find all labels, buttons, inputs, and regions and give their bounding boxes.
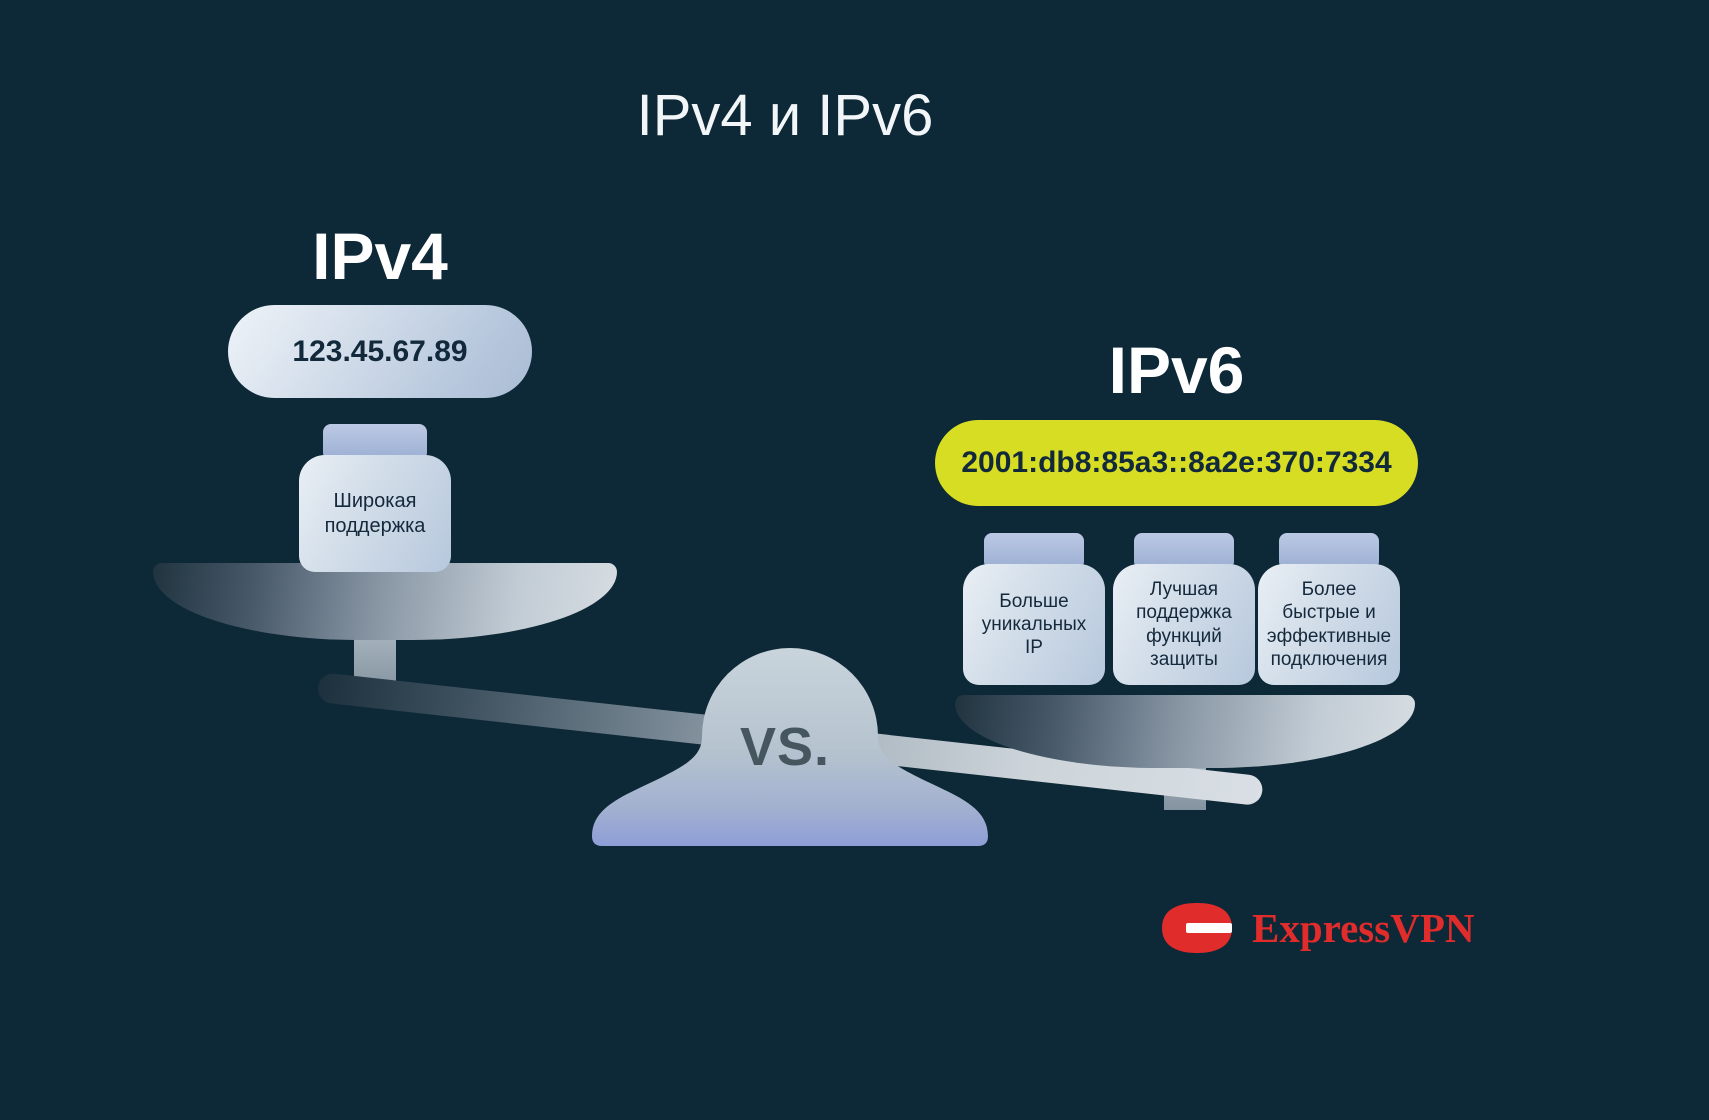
jar-label: Больше уникальных IP xyxy=(981,590,1087,659)
scale-fulcrum-shape xyxy=(592,648,988,846)
jar-label: Более быстрые и эффективные подключения xyxy=(1266,579,1392,670)
jar-cap-icon xyxy=(1134,533,1234,567)
jar-body: Лучшая поддержка функций защиты xyxy=(1113,564,1255,685)
jar-body: Более быстрые и эффективные подключения xyxy=(1258,564,1400,685)
jar-cap-icon xyxy=(984,533,1084,567)
vs-label: VS. xyxy=(739,717,831,777)
jar-cap-icon xyxy=(323,424,427,458)
ipv4-heading: IPv4 xyxy=(312,219,448,293)
jar-body: Широкая поддержка xyxy=(299,455,451,572)
weight-jar-ipv6-unique-ips: Больше уникальных IP xyxy=(963,533,1105,685)
jar-cap-icon xyxy=(1279,533,1379,567)
ipv6-address: 2001:db8:85a3::8a2e:370:7334 xyxy=(961,446,1392,479)
weight-jar-ipv6-security: Лучшая поддержка функций защиты xyxy=(1113,533,1255,685)
expressvpn-wordmark: ExpressVPN xyxy=(1252,905,1475,951)
weight-jar-ipv4: Широкая поддержка xyxy=(299,424,451,572)
jar-body: Больше уникальных IP xyxy=(963,564,1105,685)
ipv6-heading: IPv6 xyxy=(1108,333,1245,407)
jar-label: Широкая поддержка xyxy=(324,490,426,537)
ipv4-address: 123.45.67.89 xyxy=(292,334,468,368)
page-title: IPv4 и IPv6 xyxy=(636,83,934,148)
jar-label: Лучшая поддержка функций защиты xyxy=(1136,579,1232,670)
scale-pan-left xyxy=(153,563,617,640)
expressvpn-logo-icon xyxy=(1162,903,1232,953)
ipv6-address-pill: 2001:db8:85a3::8a2e:370:7334 xyxy=(935,420,1418,506)
ipv4-address-pill: 123.45.67.89 xyxy=(228,305,532,398)
expressvpn-logo: ExpressVPN xyxy=(1158,900,1474,956)
weight-jar-ipv6-speed: Более быстрые и эффективные подключения xyxy=(1258,533,1400,685)
